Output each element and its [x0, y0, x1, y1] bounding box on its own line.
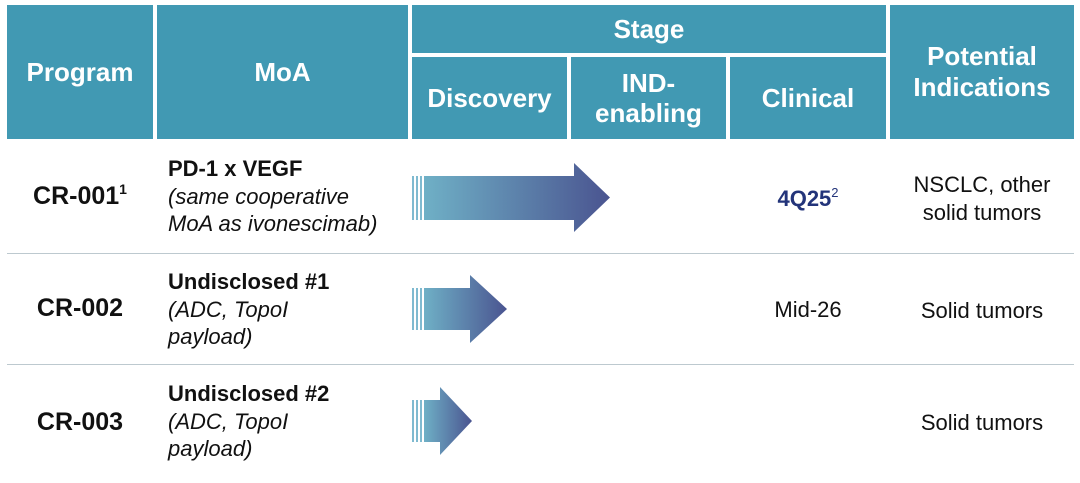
header-program: Program [7, 5, 153, 139]
program-cr-001: CR-0011 [7, 181, 153, 211]
program-cr-002: CR-002 [7, 294, 153, 323]
moa-desc-line2: MoA as ivonescimab) [168, 211, 378, 236]
moa-desc-line2: payload) [168, 324, 253, 349]
header-discovery-label: Discovery [427, 82, 552, 113]
indications-cr-001: NSCLC, other solid tumors [890, 171, 1074, 227]
program-footnote: 1 [119, 181, 127, 197]
header-stage-label: Stage [613, 13, 685, 44]
row-divider [7, 253, 1074, 254]
moa-title: Undisclosed #2 [168, 381, 330, 406]
clinical-milestone-cr-001: 4Q252 [730, 185, 886, 212]
row-divider [7, 364, 1074, 365]
stage-progress-arrow-icon [412, 163, 610, 232]
clinical-footnote: 2 [831, 185, 839, 200]
header-ind-line2: enabling [595, 98, 702, 128]
header-stage: Stage [412, 5, 886, 53]
moa-desc-line1: (same cooperative [168, 183, 349, 209]
clinical-milestone: Mid-26 [774, 297, 842, 322]
moa-title: PD-1 x VEGF [168, 156, 303, 181]
clinical-milestone-cr-002: Mid-26 [730, 297, 886, 323]
moa-cr-003: Undisclosed #2 (ADC, TopoI payload) [168, 380, 408, 463]
header-indications-line2: Indications [913, 72, 1051, 102]
header-ind-line1: IND- [621, 68, 676, 98]
program-cr-003: CR-003 [7, 408, 153, 437]
moa-desc-line1: (ADC, TopoI [168, 408, 289, 434]
indication-line1: Solid tumors [920, 410, 1044, 435]
stage-progress-arrow-icon [412, 387, 472, 455]
program-name: CR-003 [36, 408, 124, 436]
header-discovery: Discovery [412, 57, 567, 139]
moa-desc-line2: payload) [168, 436, 253, 461]
moa-title: Undisclosed #1 [168, 269, 330, 294]
header-clinical: Clinical [730, 57, 886, 139]
program-name: CR-002 [36, 294, 124, 322]
header-program-label: Program [26, 56, 134, 87]
header-moa-label: MoA [254, 56, 311, 87]
indications-cr-003: Solid tumors [890, 409, 1074, 437]
header-ind-enabling: IND-enabling [571, 57, 726, 139]
stage-progress-arrow-icon [412, 275, 507, 343]
program-name: CR-001 [33, 182, 120, 210]
header-indications-line1: Potential [927, 41, 1037, 71]
header-moa: MoA [157, 5, 408, 139]
indication-line1: NSCLC, other [913, 172, 1051, 197]
clinical-milestone: 4Q25 [777, 186, 832, 211]
header-clinical-label: Clinical [761, 82, 855, 113]
indication-line1: Solid tumors [920, 298, 1044, 323]
moa-desc-line1: (ADC, TopoI [168, 296, 289, 322]
indications-cr-002: Solid tumors [890, 297, 1074, 325]
indication-line2: solid tumors [922, 200, 1042, 225]
moa-cr-001: PD-1 x VEGF (same cooperative MoA as ivo… [168, 155, 408, 238]
moa-cr-002: Undisclosed #1 (ADC, TopoI payload) [168, 268, 408, 351]
